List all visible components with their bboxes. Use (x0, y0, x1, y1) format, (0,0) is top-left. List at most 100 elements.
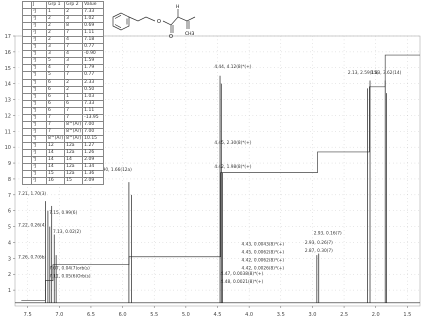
table-cell: ²J (31, 8, 47, 17)
table-header-cell: Grp 2 (64, 0, 84, 10)
x-tick-label: 6.5 (87, 312, 95, 318)
table-cell: 7.00 (82, 127, 105, 136)
x-tick-label: 5.5 (150, 312, 158, 318)
table-cell: ²J (31, 177, 47, 186)
atom-label-o1: O (157, 19, 161, 25)
table-cell: 8 (64, 22, 84, 31)
table-cell: 1.36 (82, 170, 105, 179)
peak-annotation-label: 7.21, 1.70(3) (18, 191, 46, 197)
table-cell: ³J (31, 15, 47, 24)
table-cell: 10.15 (82, 134, 105, 143)
table-cell: -13.95 (82, 113, 105, 122)
table-cell: 6 (45, 85, 66, 94)
x-tick-label: 2.5 (340, 312, 348, 318)
table-cell: 1.02 (82, 15, 105, 24)
table-cell: 8^(Ar) (64, 127, 84, 136)
table-cell: 4 (45, 64, 66, 73)
y-tick-label: 14 (5, 82, 11, 88)
table-cell: 6 (45, 78, 66, 87)
table-cell: 3 (64, 15, 84, 24)
table-cell: 5 (45, 71, 66, 80)
table-cell: 12a (64, 170, 84, 179)
table-row-index (22, 134, 32, 143)
table-cell: 2 (45, 15, 66, 24)
table-cell: 14 (45, 148, 66, 158)
table-row-index (22, 8, 32, 17)
table-row-index (22, 22, 32, 31)
table-cell: ³J (31, 22, 47, 31)
y-tick-label: 1 (8, 288, 11, 294)
x-tick-label: 3.5 (277, 312, 285, 318)
peak-annotation-label: 4.42, 0.0026(8)*(+) (242, 265, 285, 271)
table-cell: 1.59 (82, 57, 105, 66)
table-row-index (22, 170, 32, 179)
table-cell: 1.03 (82, 92, 105, 101)
table-cell: ⁴J (31, 43, 47, 52)
table-cell: 6 (64, 99, 84, 108)
y-tick-label: 4 (8, 240, 11, 246)
table-cell: 2 (64, 78, 84, 87)
peak-annotation-label: 7.15, 0.99(6) (49, 210, 77, 216)
table-cell: 7.33 (82, 99, 105, 108)
molecule-structure-drawing: O O CH3 H (112, 4, 196, 40)
y-tick-label: 13 (5, 98, 11, 104)
y-tick-label: 8 (8, 177, 11, 183)
table-row-index (22, 120, 32, 129)
table-row-index (22, 92, 32, 101)
y-tick-label: 17 (5, 34, 11, 40)
table-cell: 2 (64, 8, 84, 17)
table-cell: 7 (64, 71, 84, 80)
y-tick-label: 16 (5, 50, 11, 56)
peak-annotation-label: 7.22, 0.26(4) (18, 223, 46, 229)
x-tick-label: 1.5 (403, 312, 411, 318)
table-row-index (22, 29, 32, 38)
peak-annotation-label: 4.44, 4.12(8)*(+) (214, 64, 251, 70)
peak-annotation-label: 4.43, 0.0043(8)*(+) (242, 242, 285, 248)
table-cell: 0.69 (82, 22, 105, 31)
table-cell: 1 (45, 8, 66, 17)
y-tick-label: 10 (5, 145, 11, 151)
table-cell: 8^(Ar) (64, 134, 84, 143)
table-cell: ⁴J (31, 99, 47, 108)
table-cell: 1.79 (82, 64, 105, 73)
peak-annotation-label: 5.90, 1.66(12a) (99, 167, 133, 173)
table-row-index (22, 106, 32, 115)
table-cell: ³J (31, 127, 47, 136)
benzene-ring (112, 12, 130, 31)
table-cell: 0.50 (82, 85, 105, 94)
table-cell: 2.09 (82, 177, 105, 186)
table-cell: 14 (45, 163, 66, 172)
table-row-index (22, 163, 32, 172)
table-cell: ³J (31, 36, 47, 45)
table-cell: ³J (31, 163, 47, 172)
table-cell: 4 (64, 36, 84, 45)
table-cell: 6 (45, 92, 66, 101)
x-tick-label: 3.0 (308, 312, 316, 318)
peak-annotations: 4.44, 4.12(8)*(+)4.45, 2.30(8)*(+)4.42, … (18, 64, 401, 285)
peak-annotation-label: 2.87, 0.30(7) (305, 248, 333, 254)
table-header-cell: Value (82, 0, 105, 10)
table-row-index (22, 127, 32, 136)
table-row-index (22, 78, 32, 87)
x-tick-label: 5.0 (182, 312, 190, 318)
table-cell: ⁴J (31, 50, 47, 59)
table-cell: 2 (45, 29, 66, 38)
table-header-cell: Grp 1 (45, 0, 66, 10)
